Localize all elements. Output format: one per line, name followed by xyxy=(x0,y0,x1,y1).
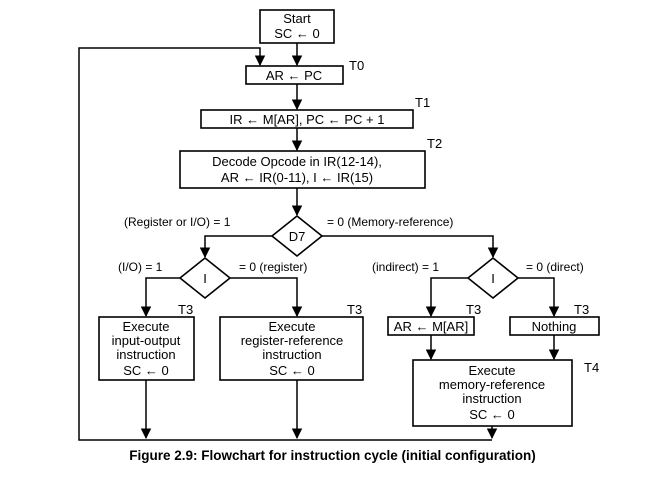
edge-i-right-to-nothing xyxy=(518,277,560,318)
timing-t3-io: T3 xyxy=(178,302,193,317)
fetch-ir-text: IR ← M[AR], PC ← PC + 1 xyxy=(230,112,385,127)
exec-mem-line-1: Execute xyxy=(469,363,516,378)
d7-false-label: = 0 (Memory-reference) xyxy=(327,215,453,229)
i-left-decision-text: I xyxy=(203,271,207,286)
edge-i-right-to-ar-mar xyxy=(425,277,468,318)
i-left-true-label: (I/O) = 1 xyxy=(118,260,163,274)
d7-decision-diamond xyxy=(270,214,324,258)
timing-t3-ar: T3 xyxy=(466,302,481,317)
exec-io-line-4: SC ← 0 xyxy=(123,363,169,378)
start-box xyxy=(259,9,335,44)
start-line-1: Start xyxy=(283,11,311,26)
edge-d7-to-i-left xyxy=(199,235,272,259)
exec-mem-line-4: SC ← 0 xyxy=(469,407,515,422)
i-right-decision-text: I xyxy=(491,271,495,286)
exec-mem-box xyxy=(412,359,573,427)
edge-i-left-to-exec-io xyxy=(140,277,180,318)
exec-io-line-3: instruction xyxy=(116,347,175,362)
exec-reg-line-2: register-reference xyxy=(241,333,344,348)
decode-box xyxy=(179,150,426,189)
decode-line-1: Decode Opcode in IR(12-14), xyxy=(212,154,382,169)
exec-reg-box xyxy=(219,316,364,381)
i-left-false-label: = 0 (register) xyxy=(239,260,307,274)
decode-line-2: AR ← IR(0-11), I ← IR(15) xyxy=(221,170,373,185)
fetch-ir-box xyxy=(200,109,414,129)
i-right-decision-diamond xyxy=(466,256,520,300)
exec-mem-line-3: instruction xyxy=(462,391,521,406)
exec-io-box xyxy=(98,316,195,381)
exec-reg-line-1: Execute xyxy=(269,319,316,334)
i-right-true-label: (indirect) = 1 xyxy=(372,260,439,274)
exec-mem-line-2: memory-reference xyxy=(439,377,545,392)
timing-t3-nothing: T3 xyxy=(574,302,589,317)
exec-reg-line-3: instruction xyxy=(262,347,321,362)
timing-t4: T4 xyxy=(584,360,599,375)
exec-reg-line-4: SC ← 0 xyxy=(269,363,315,378)
timing-t1: T1 xyxy=(415,95,430,110)
timing-t0: T0 xyxy=(349,58,364,73)
i-left-decision-diamond xyxy=(178,256,232,300)
timing-t2: T2 xyxy=(427,136,442,151)
d7-decision-text: D7 xyxy=(289,229,306,244)
start-line-2: SC ← 0 xyxy=(274,26,320,41)
fetch-ar-text: AR ← PC xyxy=(266,68,322,83)
ar-mar-text: AR ← M[AR] xyxy=(394,319,468,334)
exec-io-line-2: input-output xyxy=(112,333,181,348)
figure-caption: Figure 2.9: Flowchart for instruction cy… xyxy=(129,448,536,463)
edge-return-loop xyxy=(78,47,492,441)
exec-io-line-1: Execute xyxy=(123,319,170,334)
edge-d7-to-i-right xyxy=(322,235,499,259)
timing-t3-reg: T3 xyxy=(347,302,362,317)
nothing-text: Nothing xyxy=(532,319,577,334)
d7-true-label: (Register or I/O) = 1 xyxy=(124,215,231,229)
edge-i-left-to-exec-reg xyxy=(230,277,303,318)
i-right-false-label: = 0 (direct) xyxy=(526,260,584,274)
